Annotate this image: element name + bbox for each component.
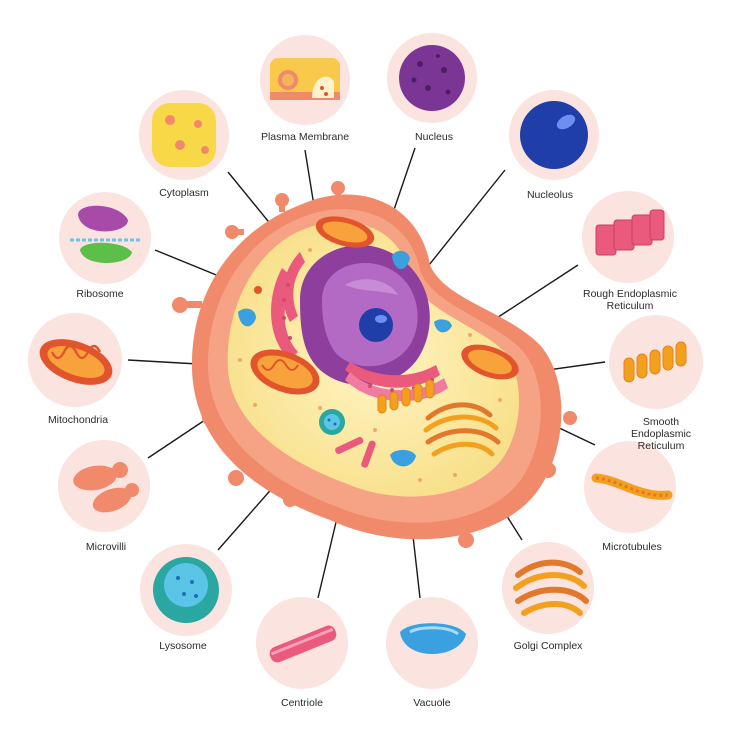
label-nucleolus: Nucleolus xyxy=(526,189,574,201)
label-smooth-er: Smooth Endoplasmic Reticulum xyxy=(630,416,692,452)
ribosome-icon xyxy=(70,205,140,263)
cell-lysosome xyxy=(319,409,345,435)
microvilli-icon xyxy=(73,462,139,513)
label-ribosome: Ribosome xyxy=(76,288,124,300)
centriole-icon xyxy=(269,625,337,663)
lysosome-icon xyxy=(153,557,219,623)
label-centriole: Centriole xyxy=(280,697,324,709)
rough-er-ribosome-dots xyxy=(282,283,434,392)
nucleolus-icon xyxy=(520,101,588,169)
label-microtubules: Microtubules xyxy=(602,541,662,553)
cell-golgi xyxy=(423,402,501,457)
nucleus-icon xyxy=(399,45,465,111)
label-cytoplasm: Cytoplasm xyxy=(159,187,209,199)
cytoplasm-dots xyxy=(238,233,502,482)
microtubules-icon xyxy=(591,473,673,500)
cell-smooth-er xyxy=(377,379,435,414)
vacuole-icon xyxy=(400,623,466,654)
nucleolus-shape xyxy=(359,308,393,342)
label-rough-er: Rough Endoplasmic Reticulum xyxy=(583,288,677,312)
cytoplasm-icon xyxy=(152,103,216,167)
label-microvilli: Microvilli xyxy=(85,541,127,553)
label-vacuole: Vacuole xyxy=(413,697,451,709)
golgi-icon xyxy=(513,559,589,616)
label-nucleus: Nucleus xyxy=(415,131,453,143)
smooth-er-icon xyxy=(623,341,687,383)
cell xyxy=(172,181,577,548)
label-plasma-membrane: Plasma Membrane xyxy=(260,131,350,143)
line-microvilli xyxy=(147,419,206,459)
cell-mitochondria xyxy=(250,216,519,395)
rough-er-icon xyxy=(595,209,665,256)
circle-ribosome xyxy=(59,192,151,284)
label-golgi: Golgi Complex xyxy=(513,640,583,652)
mitochondria-icon xyxy=(39,339,113,385)
label-lysosome: Lysosome xyxy=(159,640,207,652)
label-mitochondria: Mitochondria xyxy=(47,414,109,426)
cell-vacuoles xyxy=(238,250,452,467)
plasma-membrane-icon xyxy=(270,58,340,100)
cell-centriole xyxy=(335,436,376,468)
